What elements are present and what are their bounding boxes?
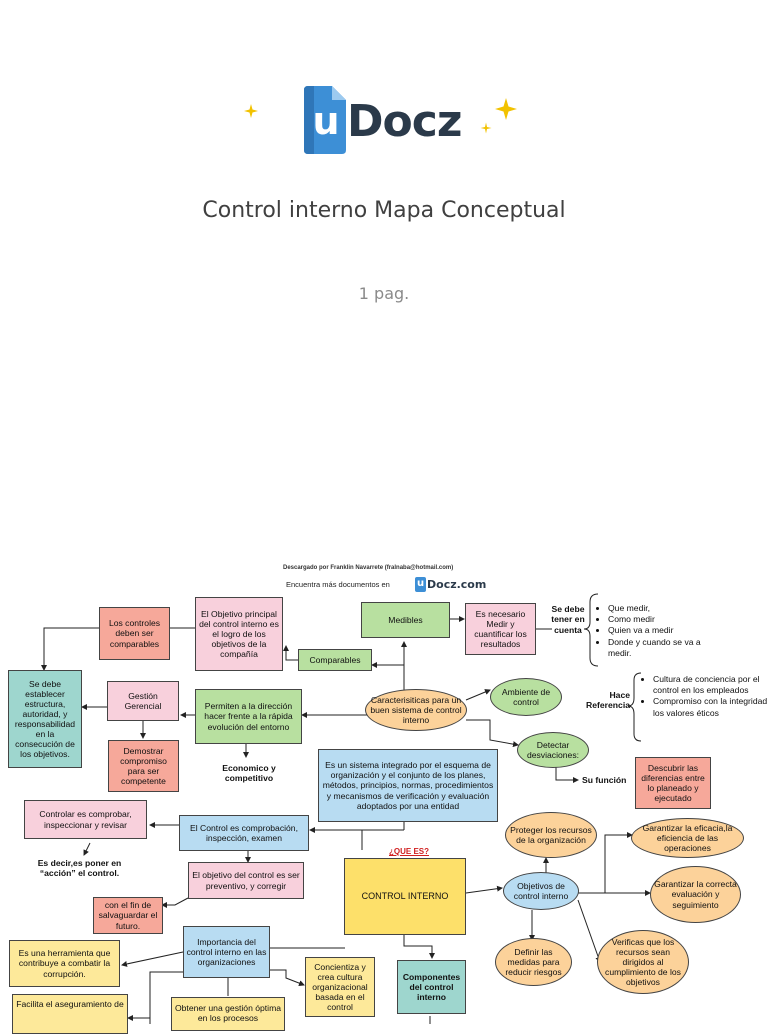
node-demostrar-compromiso: Demostrar compromiso para ser competente — [108, 740, 179, 792]
medir-list-item: Quien va a medir — [608, 625, 718, 636]
node-detectar-desviaciones: Detectar desviaciones: — [517, 732, 589, 768]
udocz-logo-mark — [304, 86, 346, 154]
node-componentes: Componentes del control interno — [397, 960, 466, 1014]
node-descubrir: Descubrir las diferencias entre lo plane… — [635, 757, 711, 809]
sparkle-icon-left — [244, 104, 258, 118]
node-importancia: Importancia del control interno en las o… — [183, 926, 270, 978]
node-herramienta: Es una herramienta que contribuye a comb… — [9, 940, 120, 987]
node-ambiente-control: Ambiente de control — [490, 678, 562, 716]
node-gestion-gerencial: Gestión Gerencial — [107, 681, 179, 721]
node-obtener-gestion: Obtener una gestión óptima en los proces… — [171, 997, 285, 1031]
medir-list: Que medir, Como medir Quien va a medir D… — [596, 603, 718, 659]
node-fin-salvaguardar: con el fin de salvaguardar el futuro. — [93, 897, 163, 934]
sparkle-icon-right-small — [480, 122, 492, 134]
node-se-debe-establecer: Se debe establecer estructura, autoridad… — [8, 670, 82, 768]
node-definir-medidas: Definir las medidas para reducir riesgos — [495, 938, 572, 986]
node-los-controles: Los controles deben ser comparables — [99, 607, 170, 660]
label-hace-referencia: Hace Referencia — [586, 690, 630, 711]
node-facilita: Facilita el aseguramiento de — [12, 994, 128, 1034]
udocz-small-mark: u — [415, 577, 426, 592]
page-count: 1 pag. — [358, 284, 410, 303]
node-concientiza: Concientiza y crea cultura organizaciona… — [305, 957, 375, 1017]
node-permiten-direccion: Permiten a la dirección hacer frente a l… — [195, 689, 302, 744]
medir-list-item: Donde y cuando se va a medir. — [608, 637, 718, 659]
sparkle-icon-right-large — [495, 98, 517, 120]
document-title: Control interno Mapa Conceptual — [202, 198, 566, 223]
medir-list-item: Como medir — [608, 614, 718, 625]
node-controlar-comprobar: Controlar es comprobar, inspeccionar y r… — [24, 800, 147, 839]
find-more-text: Encuentra más documentos en — [286, 580, 390, 589]
node-comparables: Comparables — [298, 649, 372, 671]
node-necesario-medir: Es necesario Medir y cuantificar los res… — [465, 603, 536, 655]
node-garantizar-evaluacion: Garantizar la correcta evaluación y segu… — [650, 866, 741, 923]
node-caracteristicas: Caracterisiticas para un buen sistema de… — [365, 689, 467, 731]
downloaded-by-text: Descargado por Franklin Navarrete (fraln… — [283, 565, 454, 571]
medir-list-item: Que medir, — [608, 603, 718, 614]
referencia-list-item: Compromiso con la integridad y los valor… — [653, 696, 768, 718]
node-sistema-integrado: Es un sistema integrado por el esquema d… — [318, 749, 498, 822]
node-control-comprobacion: El Control es comprobación, inspección, … — [179, 815, 309, 851]
logo-wordmark: Docz — [347, 96, 462, 147]
node-medibles: Medibles — [361, 602, 450, 638]
node-objetivo-principal: El Objetivo principal del control intern… — [195, 597, 283, 671]
label-es-decir: Es decir,es poner en “acción” el control… — [37, 858, 122, 879]
node-proteger-recursos: Proteger los recursos de la organización — [505, 812, 597, 858]
node-objetivo-preventivo: El objetivo del control es ser preventiv… — [188, 862, 304, 899]
referencia-list-item: Cultura de conciencia por el control en … — [653, 674, 768, 696]
label-su-funcion: Su función — [582, 775, 627, 785]
label-economico: Economico y competitivo — [222, 763, 276, 784]
node-garantizar-eficacia: Garantizar la eficacia,la eficiencia de … — [631, 818, 744, 858]
label-se-debe-tener: Se debe tener en cuenta — [551, 604, 585, 635]
node-objetivos-control: Objetivos de control interno — [503, 872, 579, 910]
node-control-interno: CONTROL INTERNO — [344, 858, 466, 935]
referencia-list: Cultura de conciencia por el control en … — [641, 674, 768, 719]
udocz-site-link[interactable]: Docz.com — [427, 578, 487, 591]
logo-mark-letter: u — [312, 99, 340, 143]
link-que-es[interactable]: ¿QUE ES? — [389, 847, 430, 856]
node-verificar-recursos: Verificas que los recursos sean dirigido… — [597, 930, 689, 994]
